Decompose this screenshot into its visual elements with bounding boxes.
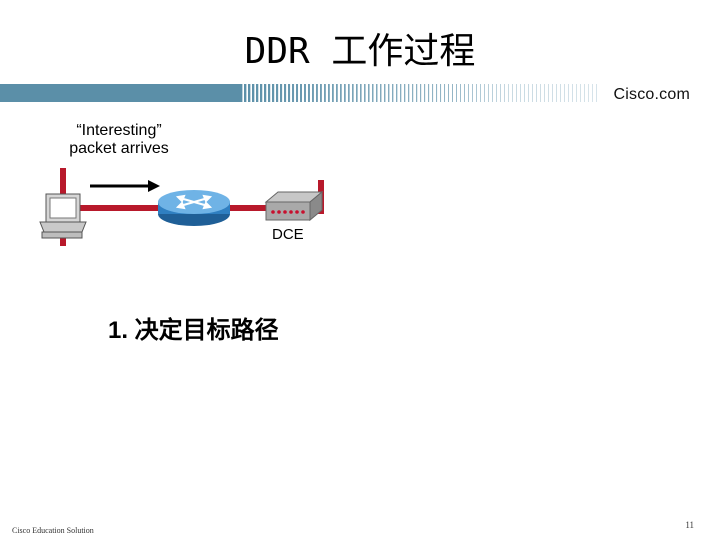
router-icon bbox=[158, 190, 230, 226]
step-text: 1. 决定目标路径 bbox=[108, 317, 279, 344]
footer-text: Cisco Education Solution bbox=[12, 526, 94, 535]
packet-arrow bbox=[90, 180, 160, 192]
slide-title: DDR 工作过程 bbox=[244, 31, 476, 72]
brand-logo-text: Cisco.com bbox=[613, 86, 690, 103]
packet-label-line1: “Interesting” bbox=[76, 122, 162, 139]
network-diagram bbox=[39, 168, 324, 246]
packet-label-line2: packet arrives bbox=[69, 140, 169, 157]
page-number: 11 bbox=[685, 520, 694, 530]
header-band bbox=[0, 84, 597, 102]
dce-device-icon bbox=[264, 190, 324, 222]
pc-icon bbox=[39, 193, 87, 239]
dce-label: DCE bbox=[272, 226, 304, 243]
packet-label: “Interesting” packet arrives bbox=[44, 122, 194, 158]
